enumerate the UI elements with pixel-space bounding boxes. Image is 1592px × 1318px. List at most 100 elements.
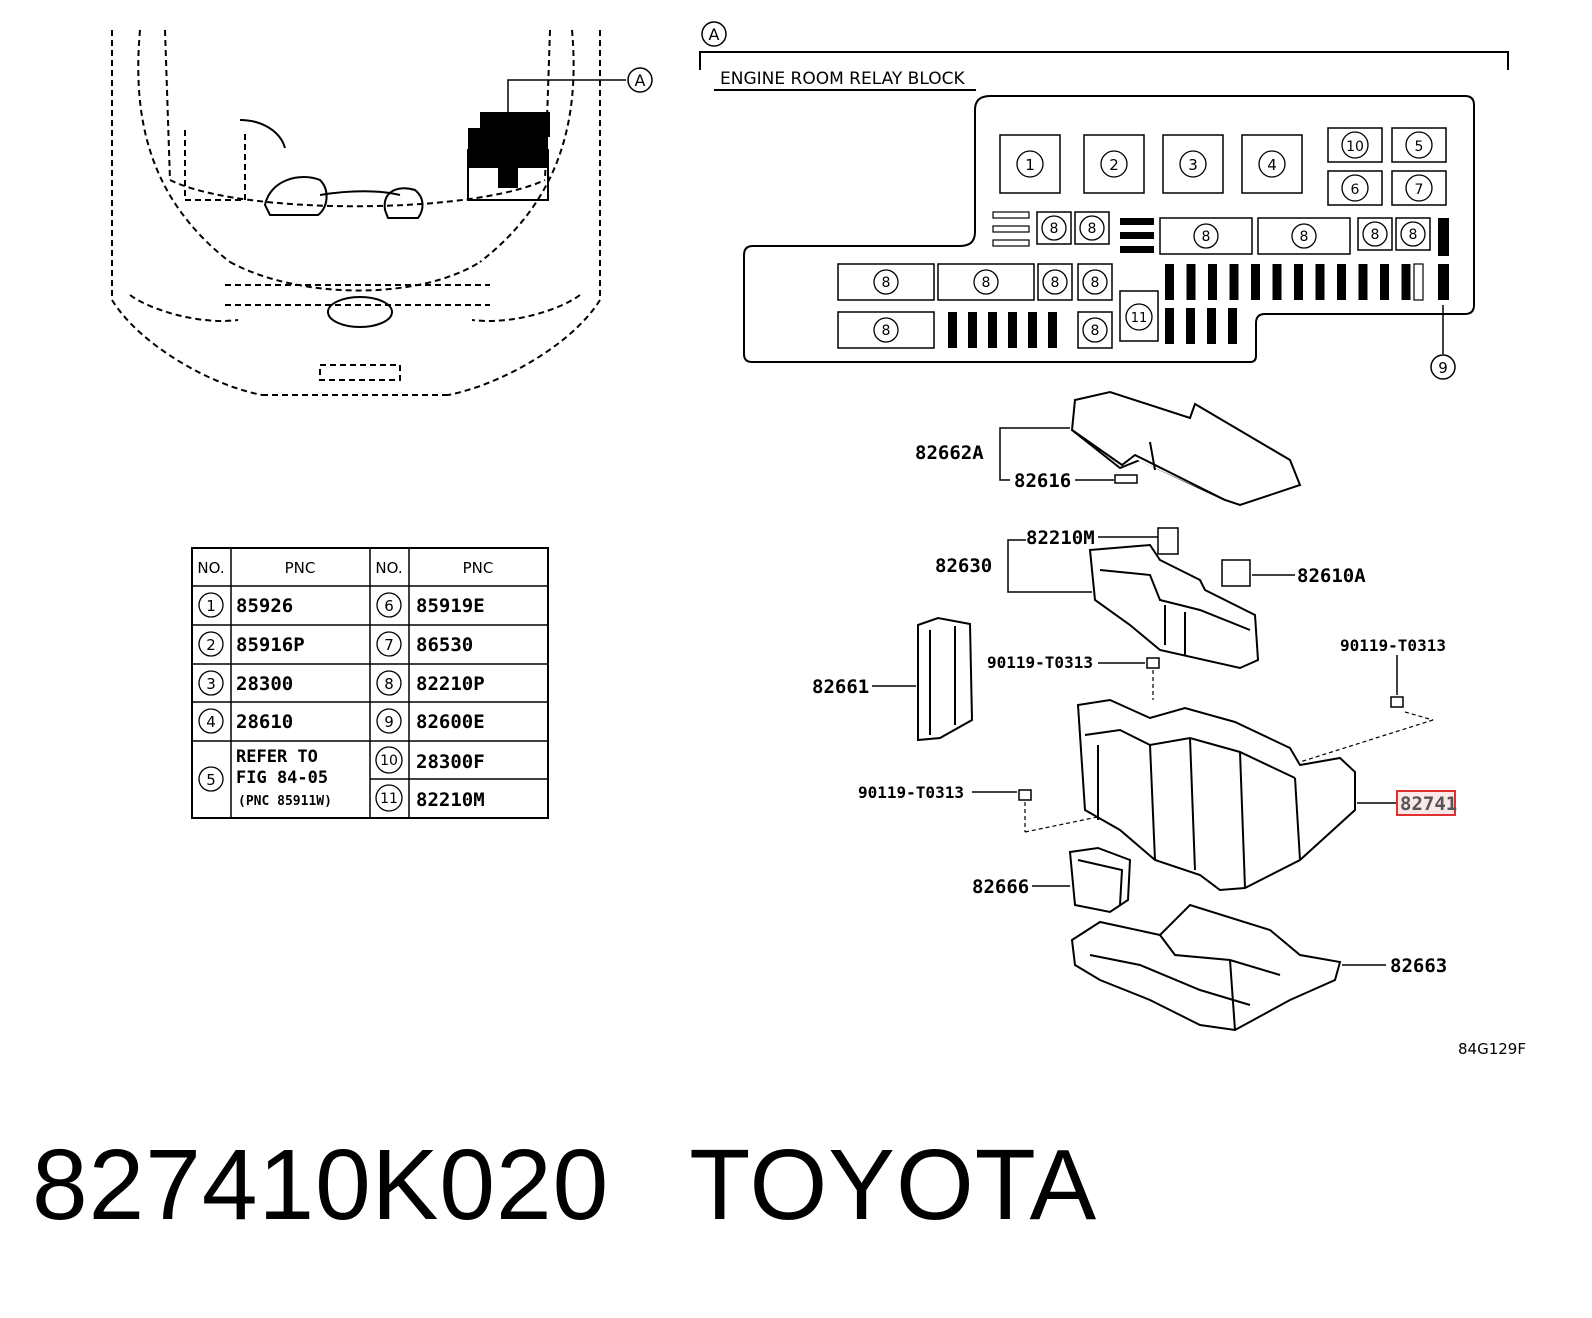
highlight-box <box>1396 790 1456 816</box>
blade-fuse <box>1207 308 1216 344</box>
table-row-5: 5 REFER TO FIG 84-05 (PNC 85911W) 10 283… <box>198 746 485 812</box>
leader-82662a <box>999 427 1114 481</box>
fuse-slot-8: 8 <box>1037 263 1073 301</box>
part-label-82666: 82666 <box>972 876 1029 898</box>
relay-slot-7-label: 7 <box>1415 182 1424 198</box>
relay-slot-6-label: 6 <box>1351 182 1360 198</box>
row-pnc2: 82600E <box>416 711 485 733</box>
row-pnc1: 85916P <box>236 634 305 656</box>
fuse-82616 <box>1114 474 1138 484</box>
fuse-slot-8-label: 8 <box>982 275 991 291</box>
fuse-slot-8: 8 <box>1395 217 1431 251</box>
relay-slot-10-label: 10 <box>1346 139 1364 155</box>
relay-slot-5-label: 5 <box>1415 139 1424 155</box>
relay-slot-1-label: 1 <box>1025 156 1035 174</box>
fuse-slot-8-label: 8 <box>1051 275 1060 291</box>
fuse-slot-8: 8 <box>837 263 935 301</box>
row-pnc1: 85926 <box>236 595 293 617</box>
clip-82666 <box>1068 846 1132 914</box>
callout-a-header: A <box>709 25 720 44</box>
blade-fuse <box>1401 264 1411 300</box>
engine-relay-block-location <box>467 112 550 201</box>
row-no1: 2 <box>206 636 216 654</box>
relay-slot-1: 1 <box>999 134 1061 194</box>
part-label-82661: 82661 <box>812 676 869 698</box>
part-label-82663: 82663 <box>1390 955 1447 977</box>
tray-82663 <box>1070 903 1342 1032</box>
fuse-slot-8: 8 <box>937 263 1035 301</box>
part-label-bolt-right: 90119-T0313 <box>1340 636 1446 655</box>
relay-block-header: A ENGINE ROOM RELAY BLOCK <box>699 21 1509 91</box>
row-no2: 6 <box>384 597 394 615</box>
blade-fuse <box>1251 264 1260 300</box>
relay-slot-10: 10 <box>1327 127 1383 163</box>
row-no2: 8 <box>384 675 394 693</box>
part-label-82662a: 82662A <box>915 442 984 464</box>
relay-slot-2: 2 <box>1083 134 1145 194</box>
header-pnc-1: PNC <box>285 559 316 577</box>
table-row: 4 28610 9 82600E <box>198 708 485 734</box>
relay-slots-top: 1 2 3 4 <box>999 134 1303 194</box>
row-no2: 7 <box>384 636 394 654</box>
blade-fuse <box>1294 264 1303 300</box>
row-pnc1: 28610 <box>236 711 293 733</box>
relay-block-82630 <box>1088 543 1260 670</box>
blade-fuse <box>1337 264 1346 300</box>
bolt-center <box>1098 657 1160 700</box>
blade-fuse <box>1008 312 1017 348</box>
table-header: NO. PNC NO. PNC <box>197 559 493 577</box>
fuse-slot-8: 8 <box>1077 263 1113 301</box>
blade-fuse <box>1358 264 1368 300</box>
blade-fuse <box>1208 264 1217 300</box>
row-pnc1: 28300 <box>236 673 293 695</box>
blade-fuse <box>1315 264 1325 300</box>
relay-slot-5: 5 <box>1391 127 1447 163</box>
fuse-slot-8: 8 <box>1257 217 1351 255</box>
callout-9: 9 <box>1430 305 1456 380</box>
fuse-slot-8: 8 <box>1357 217 1393 251</box>
car-front-view <box>111 29 601 396</box>
relay-block-title: ENGINE ROOM RELAY BLOCK <box>720 69 965 89</box>
fuse-slot-8-label: 8 <box>882 275 891 291</box>
blade-fuse <box>968 312 977 348</box>
part-label-82741-group[interactable]: 82741 <box>1396 790 1457 816</box>
fuse-slot-8-label: 8 <box>1091 323 1100 339</box>
figure-code: 84G129F <box>1458 1040 1526 1058</box>
callout-a-label: A <box>635 71 646 90</box>
row-pnc2: 85919E <box>416 595 485 617</box>
fuse-slot-8: 8 <box>1074 211 1110 245</box>
part-label-bolt-left: 90119-T0313 <box>858 783 964 802</box>
footer-part-number: 827410K020 <box>32 1129 610 1241</box>
main-box-82741 <box>1076 698 1356 892</box>
blade-fuse <box>1229 264 1239 300</box>
fuse-slot-8-label: 8 <box>1091 275 1100 291</box>
fuse-slot-8-label: 8 <box>1371 227 1380 243</box>
relay-slot-6: 6 <box>1327 170 1383 206</box>
row-no2: 9 <box>384 713 394 731</box>
cover-82662a <box>1070 390 1302 507</box>
part-label-82741[interactable]: 82741 <box>1400 793 1457 815</box>
blade-fuse <box>1272 264 1282 300</box>
relay-slot-11-label: 11 <box>1131 311 1148 326</box>
header-no-1: NO. <box>197 559 224 577</box>
mini-fuse-bars <box>992 211 1030 247</box>
blade-fuse <box>1186 264 1196 300</box>
fuse-slot-8-label: 8 <box>1300 229 1309 245</box>
row5-no1: 5 <box>206 771 216 789</box>
blade-fuse <box>948 312 957 348</box>
leader-82630 <box>1007 536 1295 593</box>
side-cover-82661 <box>917 616 974 742</box>
row-no1: 1 <box>206 597 216 615</box>
fuse-slot-8: 8 <box>1159 217 1253 255</box>
relay-slot-3-label: 3 <box>1188 156 1198 174</box>
row-no1: 4 <box>206 713 216 731</box>
fuse-slot-8-label: 8 <box>882 323 891 339</box>
blade-fuse <box>1380 264 1389 300</box>
relay-slots-small: 10 5 6 7 <box>1327 127 1447 206</box>
row5-line1: REFER TO <box>236 747 318 767</box>
